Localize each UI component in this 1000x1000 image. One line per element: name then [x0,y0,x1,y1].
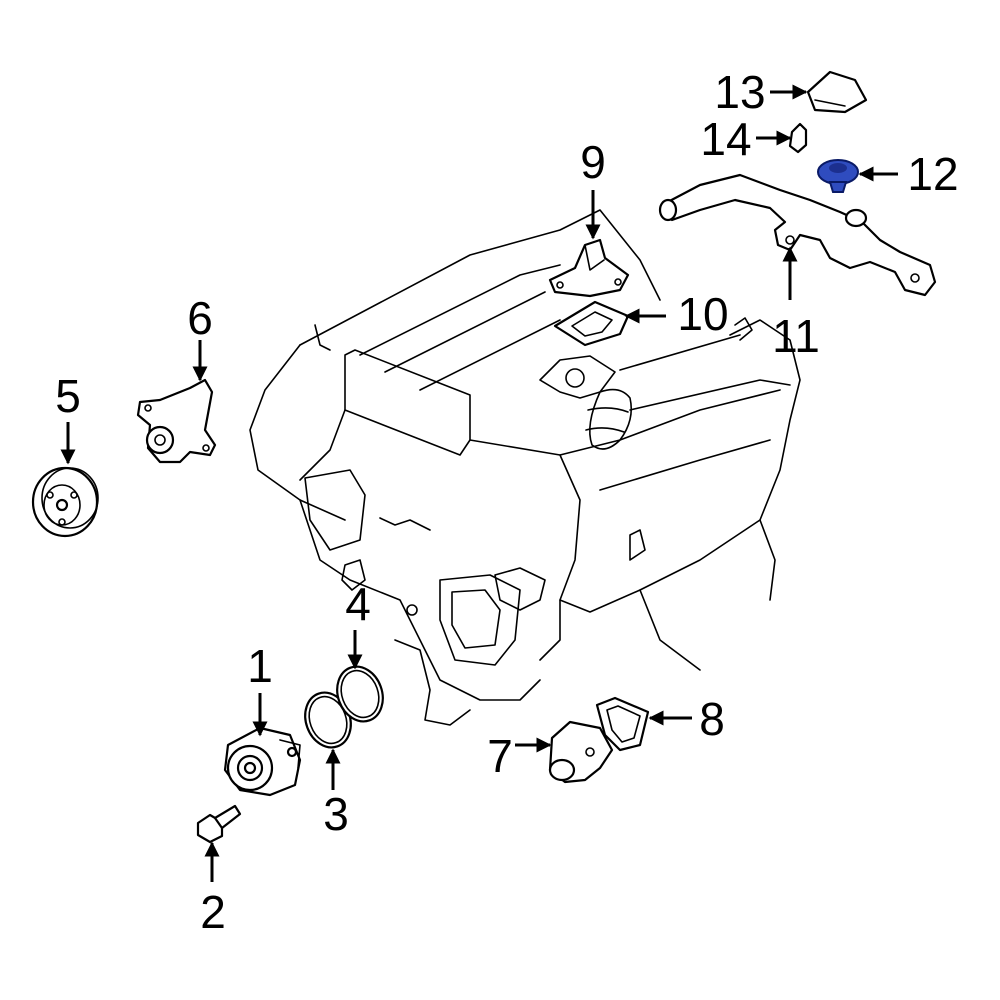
callout-14: 14 [700,113,751,165]
pump-bolt [196,804,242,844]
water-pump [223,726,302,797]
outlet-gasket [553,300,630,347]
pulley [31,466,99,538]
callout-7: 7 [487,730,513,782]
callout-6: 6 [187,292,213,344]
callout-3: 3 [323,788,349,840]
bleeder-bolt [788,122,808,154]
callout-8: 8 [699,693,725,745]
callout-9: 9 [580,136,606,188]
callout-12: 12 [907,148,958,200]
callout-5: 5 [55,370,81,422]
callout-1: 1 [247,640,273,692]
callout-arrows [60,84,898,882]
o-ring-outer [336,665,384,723]
callout-labels: 1 2 3 4 5 6 7 8 9 10 11 12 13 14 [55,66,958,938]
callout-2: 2 [200,886,226,938]
callout-13: 13 [714,66,765,118]
engine-block [249,209,801,726]
water-outlet [548,238,630,298]
housing-gasket [595,696,650,752]
pump-bracket [136,378,217,464]
thermostat-housing [548,720,614,784]
radiator-cap [817,159,859,193]
coolant-pipe [658,173,937,297]
callout-11: 11 [772,310,820,362]
callout-10: 10 [677,288,728,340]
callout-4: 4 [345,578,371,630]
cap-cover [806,70,868,114]
